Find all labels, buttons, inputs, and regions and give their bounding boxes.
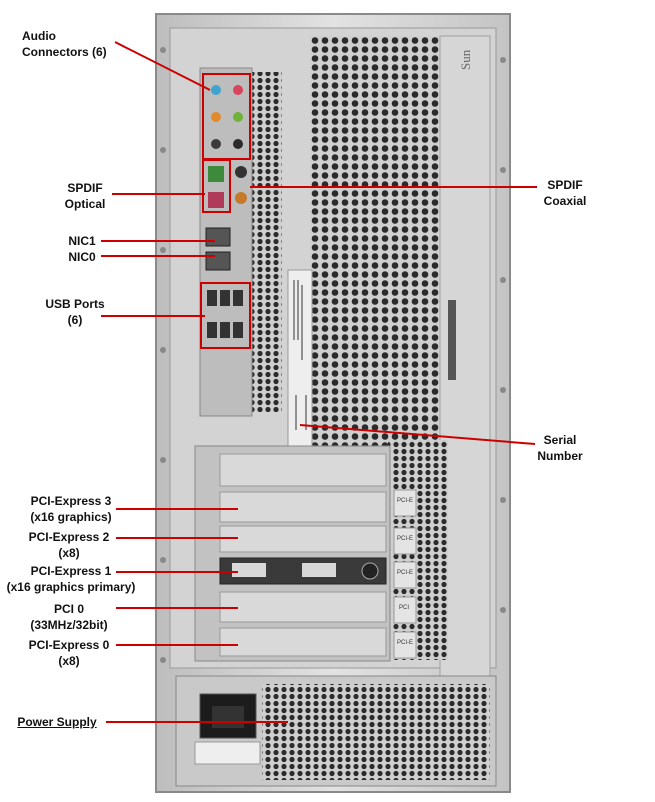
label-serial: Serial Number [530,432,590,464]
label-pcie3-line2: (x16 graphics) [30,510,112,524]
label-pcie2-line1: PCI-Express 2 [28,530,110,544]
line-audio [114,41,211,91]
spdif-coax-out [235,192,247,204]
upper-vent [310,36,455,456]
spdif-optical-box [202,159,231,213]
label-pci0-line2: (33MHz/32bit) [30,618,108,632]
spdif-optical-out [208,166,224,182]
usb-ports [207,290,243,338]
label-audio-line2: Connectors (6) [22,45,107,59]
label-usb: USB Ports (6) [40,296,110,328]
label-pci0: PCI 0 (33MHz/32bit) [22,601,116,633]
label-spdif-optical: SPDIF Optical [58,180,112,212]
label-pcie0-line2: (x8) [58,654,80,668]
svg-text:PCI-E: PCI-E [397,536,413,542]
slot-pcie0 [219,627,387,657]
label-pcie3: PCI-Express 3 (x16 graphics) [22,493,120,525]
label-nic0: NIC0 [68,250,96,264]
nic1-port [205,227,231,247]
svg-text:PCI-E: PCI-E [397,498,413,504]
svg-text:PCI: PCI [399,605,409,611]
label-pcie1: PCI-Express 1 (x16 graphics primary) [0,563,142,595]
dvi-port-2 [302,563,336,577]
label-pcie1-line2: (x16 graphics primary) [6,580,136,594]
label-pcie0: PCI-Express 0 (x8) [22,637,116,669]
line-serial [299,424,536,445]
slot-pcie3 [219,453,387,487]
nic0-port [205,251,231,271]
label-spdif-optical-line1: SPDIF [67,181,103,195]
serial-label [287,269,313,447]
slot-pci0 [219,591,387,623]
psu-label [194,741,261,765]
spdif-optical-in [208,192,224,208]
label-spdif-coaxial-line1: SPDIF [547,178,583,192]
label-pcie2: PCI-Express 2 (x8) [22,529,116,561]
svg-text:PCI-E: PCI-E [397,570,413,576]
label-nic1: NIC1 [68,234,96,248]
svg-text:PCI-E: PCI-E [397,640,413,646]
label-serial-line2: Number [537,449,583,463]
label-audio-line1: Audio [22,29,56,43]
label-audio: Audio Connectors (6) [22,28,107,60]
label-pcie1-line1: PCI-Express 1 [30,564,112,578]
slot-pcie2 [219,525,387,553]
label-pcie3-line1: PCI-Express 3 [30,494,112,508]
left-top-vent [252,72,282,412]
label-serial-line1: Serial [543,433,577,447]
label-usb-line2: (6) [67,313,83,327]
label-pci0-line1: PCI 0 [53,602,84,616]
brand-logo: Sun [458,49,473,70]
label-power-supply: Power Supply [17,715,97,729]
dvi-port-1 [232,563,266,577]
label-spdif-coaxial-line2: Coaxial [543,194,587,208]
serial-barcode [293,280,307,430]
label-spdif-coaxial: SPDIF Coaxial [535,177,595,209]
expansion-slots: PCI-E PCI-E PCI-E PCI PCI-E [194,445,417,662]
slot-pcie3b [219,491,387,523]
label-pcie2-line2: (x8) [58,546,80,560]
svideo-port [361,562,379,580]
label-usb-line1: USB Ports [45,297,105,311]
label-pcie0-line1: PCI-Express 0 [28,638,110,652]
audio-jacks [211,85,243,149]
power-supply [175,675,497,787]
label-barcode-strip [448,300,456,380]
label-spdif-optical-line2: Optical [64,197,106,211]
spdif-coax-in [235,166,247,178]
callout-lines [101,41,537,723]
